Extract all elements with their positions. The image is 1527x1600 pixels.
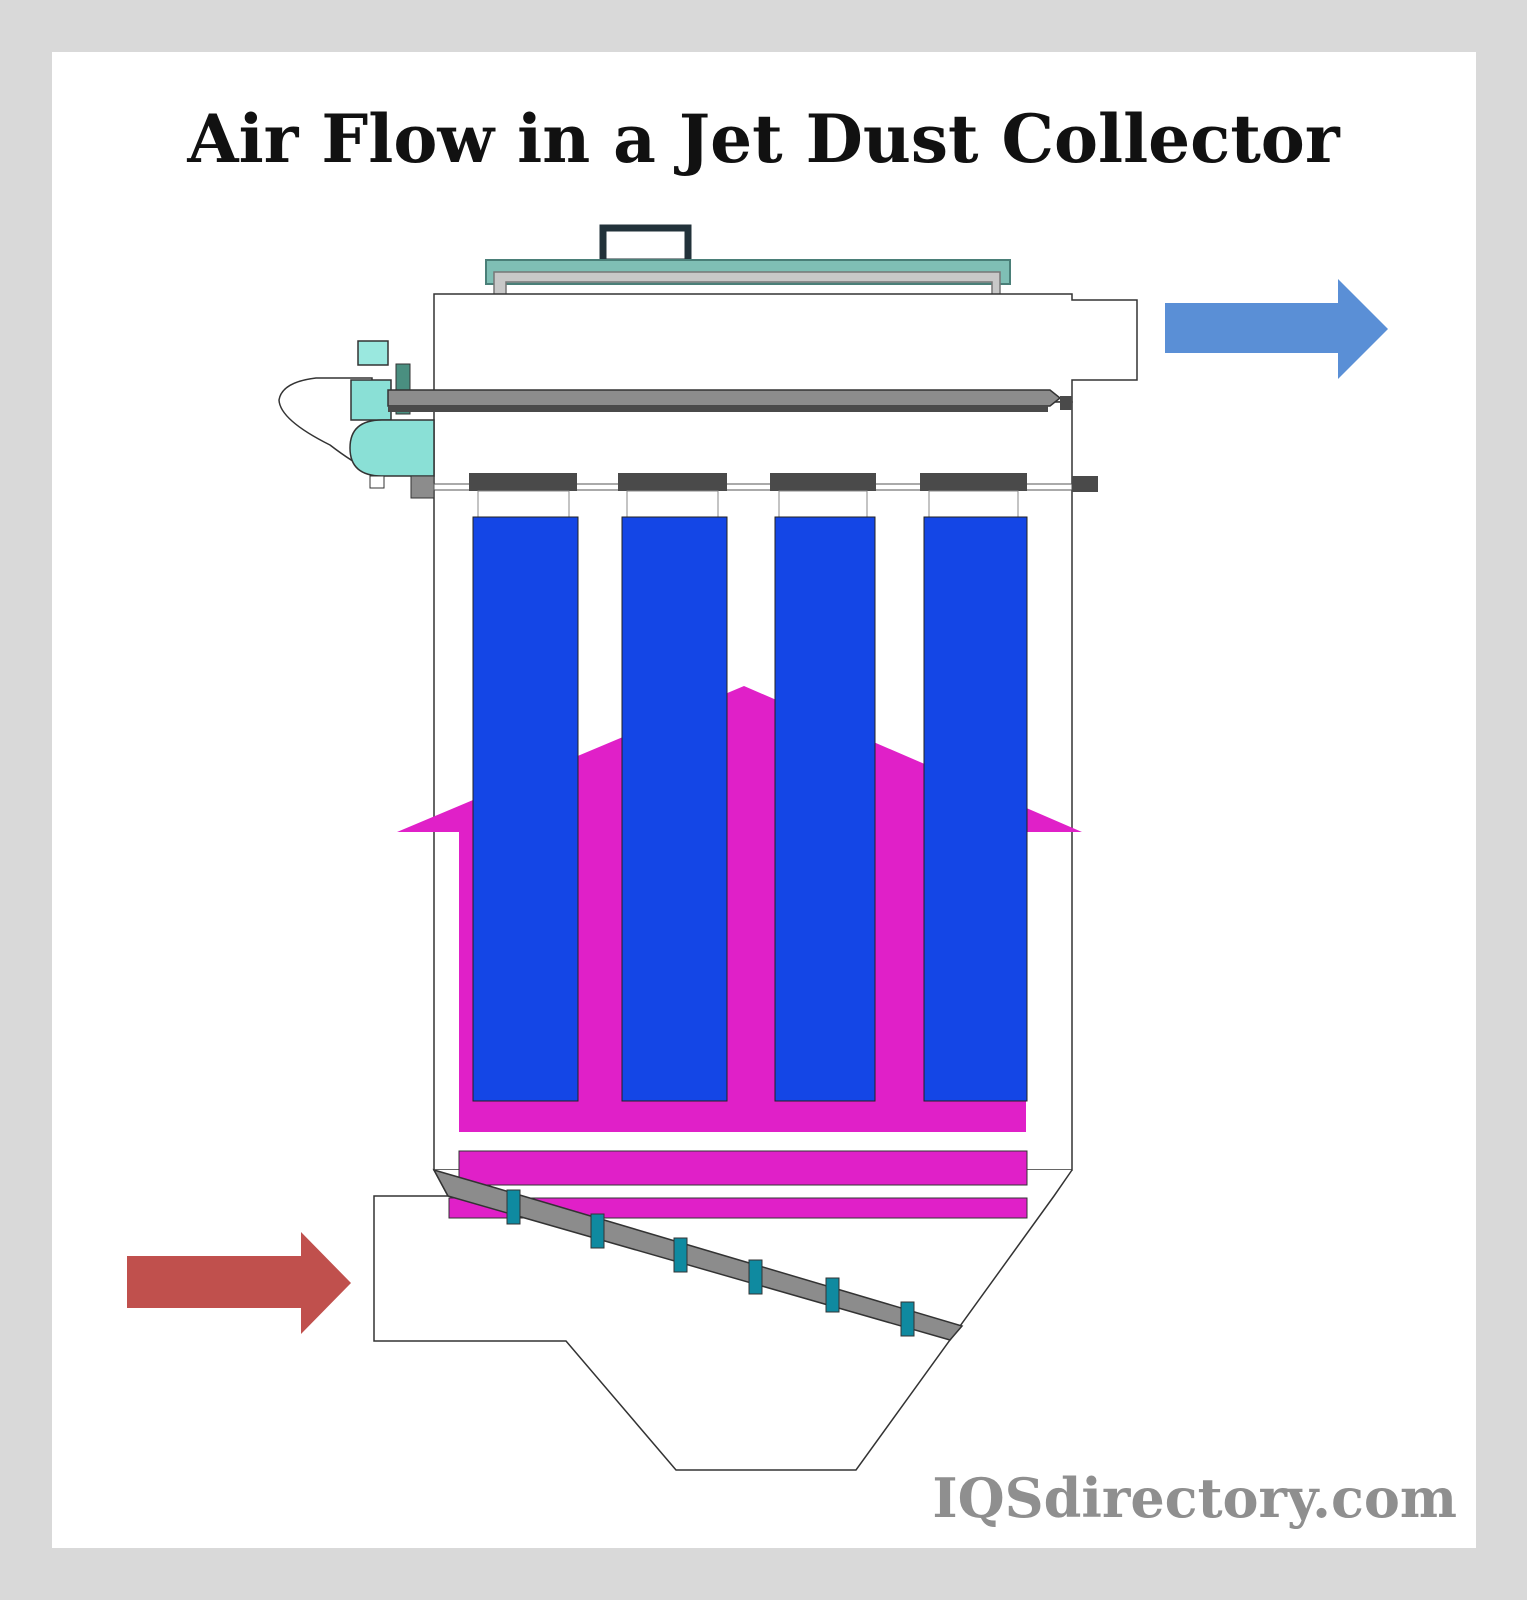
blowpipe-tube xyxy=(387,389,1062,407)
baffle-clip xyxy=(590,1213,605,1249)
lid-assembly xyxy=(485,224,1011,297)
bag-collar xyxy=(770,473,876,491)
lid-handle xyxy=(599,224,692,266)
filter-bag-4 xyxy=(920,473,1028,1102)
hopper xyxy=(373,1169,1073,1471)
baffle-clip xyxy=(825,1277,840,1313)
bag-cage-top xyxy=(477,490,570,518)
bag-body xyxy=(774,516,876,1102)
valve-mount xyxy=(410,475,435,499)
bag-collar xyxy=(469,473,577,491)
clean-air-outlet-arrow-icon xyxy=(1165,279,1388,379)
blowpipe-end-cap xyxy=(1060,396,1072,410)
bag-collar xyxy=(618,473,727,491)
tube-sheet xyxy=(433,476,1098,492)
brand-watermark: IQSdirectory.com xyxy=(932,1466,1457,1530)
filter-bag-2 xyxy=(618,473,728,1102)
diaphragm-chamber xyxy=(349,419,435,477)
valve-stem xyxy=(369,475,385,489)
bag-body xyxy=(621,516,728,1102)
bag-cage-top xyxy=(928,490,1019,518)
bag-collar xyxy=(920,473,1027,491)
bag-cage-top xyxy=(626,490,719,518)
baffle-clip xyxy=(673,1237,688,1273)
baffle-clip xyxy=(506,1189,521,1225)
bag-cage-top xyxy=(778,490,868,518)
pulse-valve-assembly xyxy=(278,340,435,499)
filter-bag-1 xyxy=(469,473,579,1102)
dirty-air-inlet-arrow-icon xyxy=(127,1232,351,1334)
pilot-valve-top xyxy=(357,340,389,366)
bag-body xyxy=(472,516,579,1102)
blowpipe xyxy=(387,389,1072,412)
page-title: Air Flow in a Jet Dust Collector xyxy=(187,100,1340,178)
valve-body xyxy=(350,379,392,421)
bag-body xyxy=(923,516,1028,1102)
dirty-air-band-upper xyxy=(458,1150,1028,1186)
clean-air-plenum xyxy=(433,293,1138,403)
blowpipe-lower-rail xyxy=(388,406,1048,412)
dirty-air-band-lower xyxy=(448,1197,1028,1219)
inlet-baffle xyxy=(432,1168,964,1341)
baffle-clip xyxy=(748,1259,763,1295)
filter-bag-3 xyxy=(770,473,876,1102)
baffle-clip xyxy=(900,1301,915,1337)
filter-bags xyxy=(469,473,1028,1102)
tube-sheet-end xyxy=(1072,476,1098,492)
